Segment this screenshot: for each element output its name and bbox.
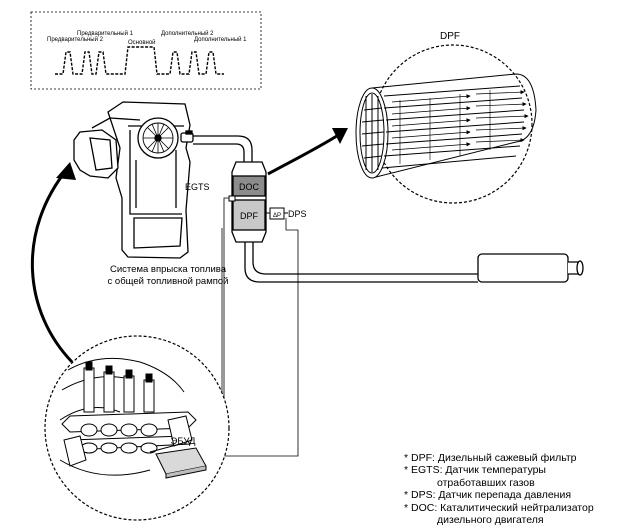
- dpf-label: DPF: [240, 211, 259, 221]
- muffler: [477, 253, 584, 283]
- injection-pulse-chart: Предварительный 2 Предварительный 1 Осно…: [30, 11, 262, 90]
- doc-dpf-canister: [231, 161, 267, 243]
- pulse-label-add2: Дополнительный 2: [161, 30, 214, 37]
- abbreviation-legend: * DPF: Дизельный сажевый фильтр * EGTS: …: [404, 452, 620, 526]
- dpf-detail-circle: [373, 44, 533, 204]
- pulse-label-pre2: Предварительный 2: [47, 36, 104, 43]
- dps-sensor: [266, 207, 288, 220]
- pulse-label-pre1: Предварительный 1: [77, 30, 134, 37]
- ecu-label: ЭБУД: [171, 436, 196, 447]
- pulse-waveform: [55, 46, 224, 75]
- fuel-system-caption-line2: с общей топливной рампой: [108, 276, 229, 287]
- legend-item-dps: * DPS: Датчик перепада давления: [404, 489, 572, 502]
- ecu-to-engine-arrow: [31, 167, 74, 364]
- engine: [73, 101, 194, 259]
- exhaust-pipe-downstream: [244, 242, 478, 283]
- legend-item-dpf: * DPF: Дизельный сажевый фильтр: [404, 452, 577, 464]
- dpf-flow-arrows: [391, 90, 529, 151]
- dpf-honeycomb-filter: [355, 73, 537, 179]
- dpf-element: [232, 199, 266, 231]
- pulse-chart-frame: [30, 11, 262, 90]
- legend-item-egts: * EGTS: Датчик температуры: [404, 464, 546, 477]
- delta-p-label: ΔP: [273, 213, 281, 219]
- doc-element: [232, 175, 266, 197]
- pulse-label-add1: Дополнительный 1: [194, 36, 247, 43]
- egts-sensor: [228, 195, 236, 202]
- pulse-label-main: Основной: [128, 39, 156, 46]
- fuel-system-caption-line1: Система впрыска топлива: [110, 264, 227, 275]
- dps-label: DPS: [288, 209, 307, 219]
- common-rail-injectors: [59, 357, 197, 476]
- ecu-unit: [155, 447, 207, 479]
- canister-to-dpf-detail-arrow: [267, 132, 341, 176]
- doc-label: DOC: [239, 182, 260, 192]
- dpf-detail-title: DPF: [440, 31, 460, 42]
- egts-label: EGTS: [185, 182, 210, 192]
- legend-item-doc: * DOC: Каталитический нейтрализатор: [404, 501, 594, 514]
- legend-item-doc-cont: дизельного двигателя: [437, 514, 544, 527]
- legend-item-egts-cont: отработавших газов: [437, 476, 535, 489]
- exhaust-pipe-upstream: [193, 135, 253, 162]
